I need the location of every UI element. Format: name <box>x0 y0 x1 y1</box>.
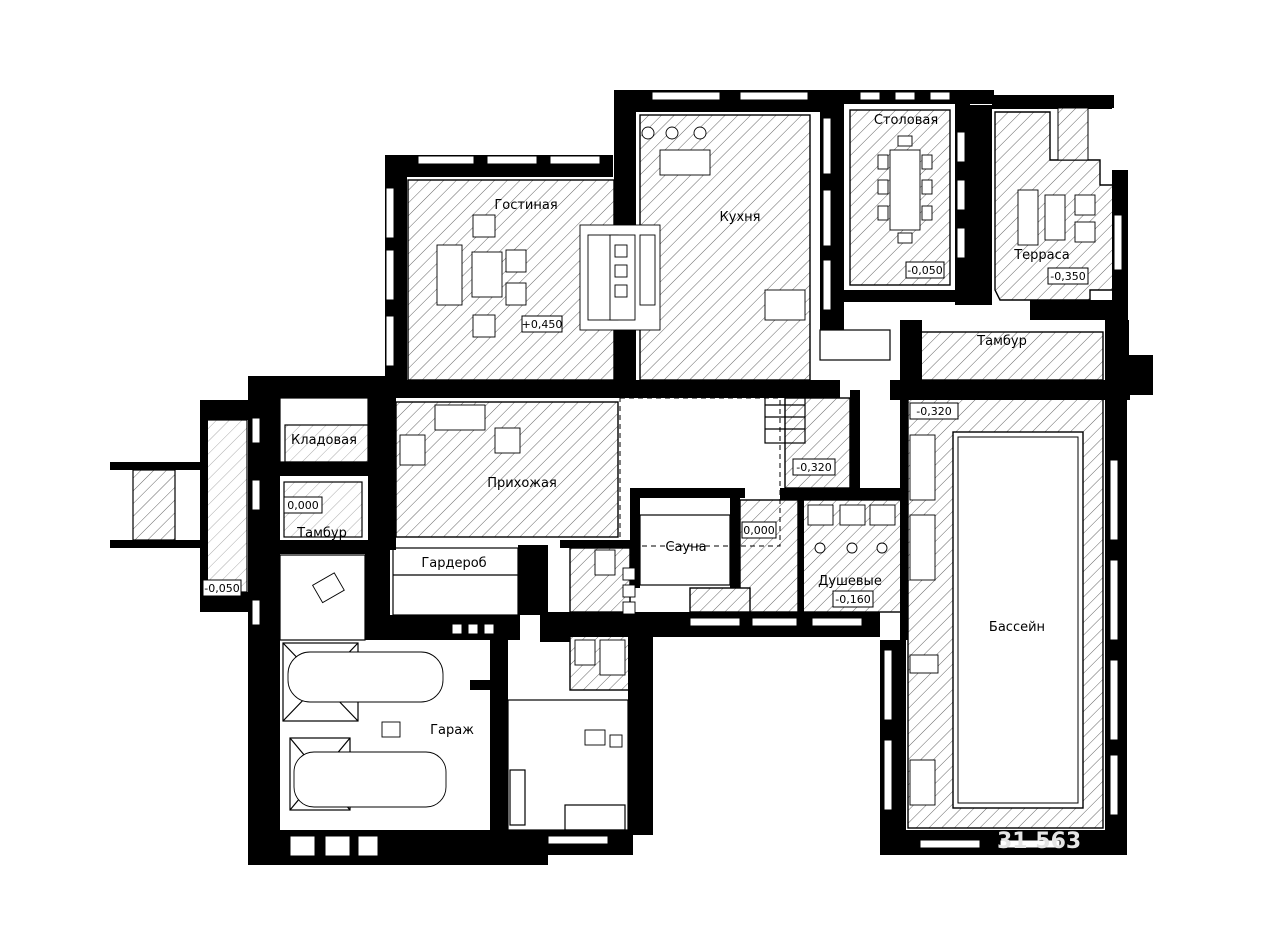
room-terrace-label: Терраса <box>1013 248 1070 263</box>
level-living: +0,450 <box>522 318 563 331</box>
level-showers: -0,160 <box>835 593 870 606</box>
room-garage-label: Гараж <box>430 723 474 738</box>
watermark: 31 563 <box>997 829 1081 854</box>
level-terrace: -0,350 <box>1050 270 1085 283</box>
stairs <box>110 107 1089 548</box>
terrace-furniture <box>1017 189 1096 246</box>
room-pool-label: Бассейн <box>989 620 1045 635</box>
garage-cars <box>282 572 623 811</box>
dining-furniture <box>877 135 933 244</box>
level-dining: -0,050 <box>907 264 942 277</box>
wet-area-fixtures <box>574 434 939 806</box>
room-hallway-label: Прихожая <box>487 476 557 491</box>
level-pool: -0,320 <box>916 405 951 418</box>
level-entrance: -0,050 <box>204 582 239 595</box>
room-dining-label: Столовая <box>874 113 938 128</box>
room-storage-label: Кладовая <box>291 433 357 448</box>
room-kitchen-label: Кухня <box>720 210 761 225</box>
windows <box>251 91 1123 857</box>
room-vestibule-east-label: Тамбур <box>976 334 1027 349</box>
room-labels: Гостиная Кухня Столовая Терраса Тамбур К… <box>291 113 1070 738</box>
room-living-label: Гостиная <box>494 198 557 213</box>
pool-basin <box>952 431 1084 809</box>
level-sauna: 0,000 <box>743 524 775 537</box>
living-furniture <box>436 214 527 338</box>
room-vestibule-west-label: Тамбур <box>296 526 347 541</box>
level-vestibule-west: 0,000 <box>287 499 319 512</box>
level-stair: -0,320 <box>796 461 831 474</box>
hallway-furniture <box>399 404 521 466</box>
room-sauna-label: Сауна <box>665 540 706 555</box>
internal-lines <box>279 329 891 831</box>
room-showers-label: Душевые <box>818 574 882 589</box>
room-wardrobe-label: Гардероб <box>421 556 486 571</box>
kitchen-furniture <box>579 126 806 331</box>
level-marks: +0,450 -0,050 -0,350 -0,320 -0,320 0,000… <box>202 261 1089 608</box>
